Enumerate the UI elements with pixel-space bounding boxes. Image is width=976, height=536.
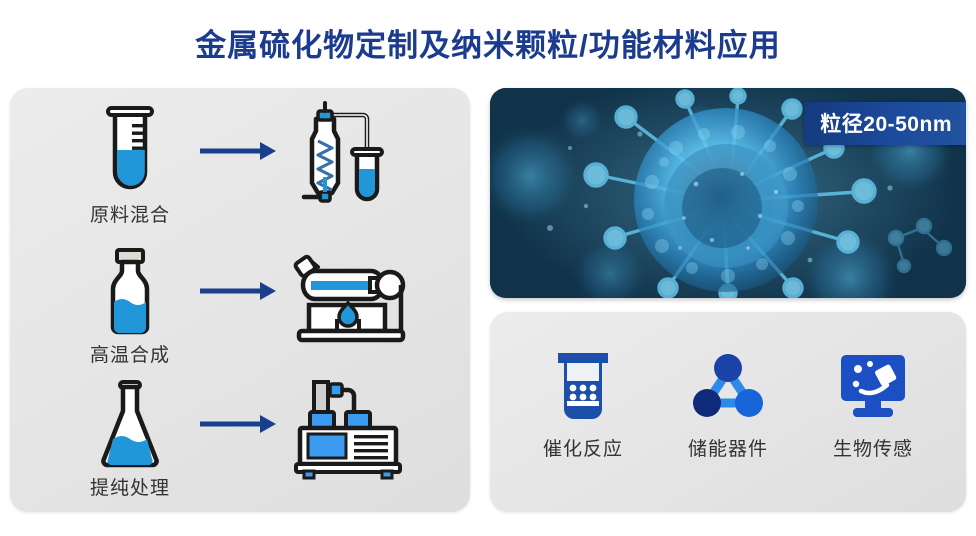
reagent-bottle-icon [65,240,195,344]
process-step-source: 高温合成 [65,240,195,367]
erlenmeyer-flask-icon [65,373,195,477]
process-step-label: 原料混合 [89,205,170,226]
monitor-particles-icon [798,346,948,426]
process-step-label: 提纯处理 [89,478,170,499]
arrow-right-icon [198,140,278,162]
process-step-source: 原料混合 [65,100,195,227]
application-label: 储能器件 [687,439,768,460]
arrow-right-icon [198,280,278,302]
process-step-label: 高温合成 [89,345,170,366]
application-label: 催化反应 [542,439,623,460]
page-title: 金属硫化物定制及纳米颗粒/功能材料应用 [195,28,781,63]
particle-size-callout: 粒径20-50nm [804,102,966,145]
application-item[interactable]: 生物传感 [798,346,948,461]
process-step-row: 原料混合 [10,100,470,235]
process-step-source: 提纯处理 [65,373,195,500]
application-item[interactable]: 催化反应 [508,346,658,461]
process-flow-panel: 原料混合 [10,88,470,512]
application-label: 生物传感 [832,439,913,460]
process-step-row: 提纯处理 [10,373,470,508]
beaker-dots-icon [508,346,658,426]
analyzer-instrument-icon [285,373,415,483]
arrow-right-icon [198,413,278,435]
applications-panel: 催化反应 储能器件 [490,312,966,512]
heating-flask-burner-icon [285,240,415,350]
nanoparticle-image-panel: 粒径20-50nm [490,88,966,298]
application-item[interactable]: 储能器件 [653,346,803,461]
condenser-apparatus-icon [285,100,415,210]
node-triangle-icon [653,346,803,426]
test-tube-icon [65,100,195,204]
process-step-row: 高温合成 [10,240,470,375]
